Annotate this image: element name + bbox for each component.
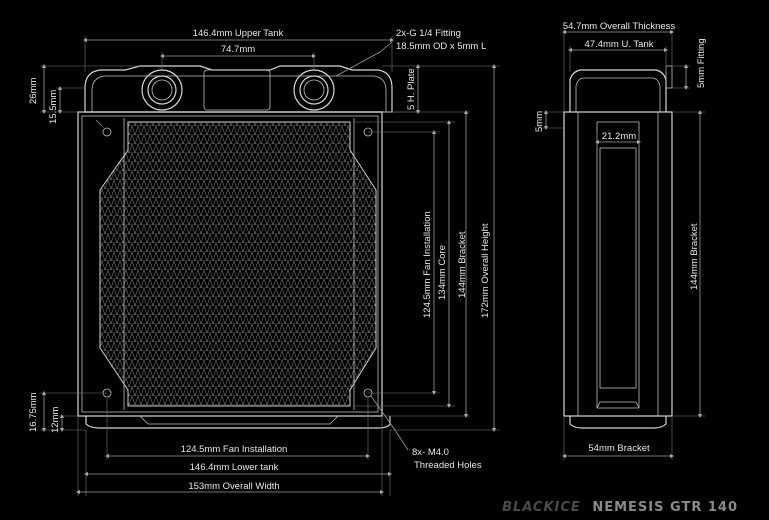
label-overall-width: 153mm Overall Width bbox=[188, 481, 279, 492]
side-bracket bbox=[563, 111, 673, 417]
label-16-75mm: 16.75mm bbox=[28, 392, 39, 432]
label-lower-tank: 146.4mm Lower tank bbox=[190, 462, 279, 473]
label-26mm: 26mm bbox=[28, 78, 39, 104]
label-fan-install-v: 124.5mm Fan Installation bbox=[422, 211, 433, 318]
bracket-plate bbox=[77, 111, 383, 417]
label-core: 134mm Core bbox=[437, 245, 448, 300]
label-fitting-line1: 2x-G 1/4 Fitting bbox=[396, 28, 461, 39]
label-12mm: 12mm bbox=[50, 407, 61, 433]
label-side-21-2mm: 21.2mm bbox=[602, 131, 636, 142]
front-view bbox=[77, 65, 393, 429]
label-5mm-fitting: 5mm Fitting bbox=[696, 38, 707, 88]
label-holes-line1: 8x- M4.0 bbox=[412, 447, 449, 458]
label-15-5mm: 15.5mm bbox=[48, 90, 59, 124]
label-fitting-line2: 18.5mm OD x 5mm L bbox=[396, 41, 486, 52]
label-upper-tank: 146.4mm Upper Tank bbox=[193, 28, 284, 39]
fitting-right bbox=[293, 69, 335, 111]
side-view bbox=[563, 65, 673, 429]
lower-tank bbox=[85, 416, 391, 429]
label-fitting-spacing: 74.7mm bbox=[221, 44, 255, 55]
label-fan-install-h: 124.5mm Fan Installation bbox=[181, 444, 288, 455]
brand-name: BLACKICE bbox=[502, 500, 581, 515]
label-side-bracket-v: 144mm Bracket bbox=[689, 223, 700, 290]
label-side-5mm: 5mm bbox=[534, 111, 545, 132]
core-mesh bbox=[99, 121, 377, 407]
label-u-tank: 47.4mm U. Tank bbox=[585, 39, 654, 50]
label-side-bracket-h: 54mm Bracket bbox=[588, 443, 650, 454]
fitting-left bbox=[141, 69, 183, 111]
label-h-plate: 5 H. Plate bbox=[406, 68, 417, 110]
upper-tank bbox=[84, 65, 393, 113]
label-bracket-v: 144mm Bracket bbox=[457, 231, 468, 298]
label-overall-height: 172mm Overall Height bbox=[480, 223, 491, 318]
brand-logo: BLACKICE NEMESIS GTR 140 bbox=[502, 500, 738, 515]
dimension-labels: 146.4mm Upper Tank 74.7mm 2x-G 1/4 Fitti… bbox=[28, 21, 707, 492]
label-overall-thickness: 54.7mm Overall Thickness bbox=[563, 21, 676, 32]
brand-model: NEMESIS GTR 140 bbox=[592, 500, 738, 515]
label-holes-line2: Threaded Holes bbox=[414, 460, 482, 471]
